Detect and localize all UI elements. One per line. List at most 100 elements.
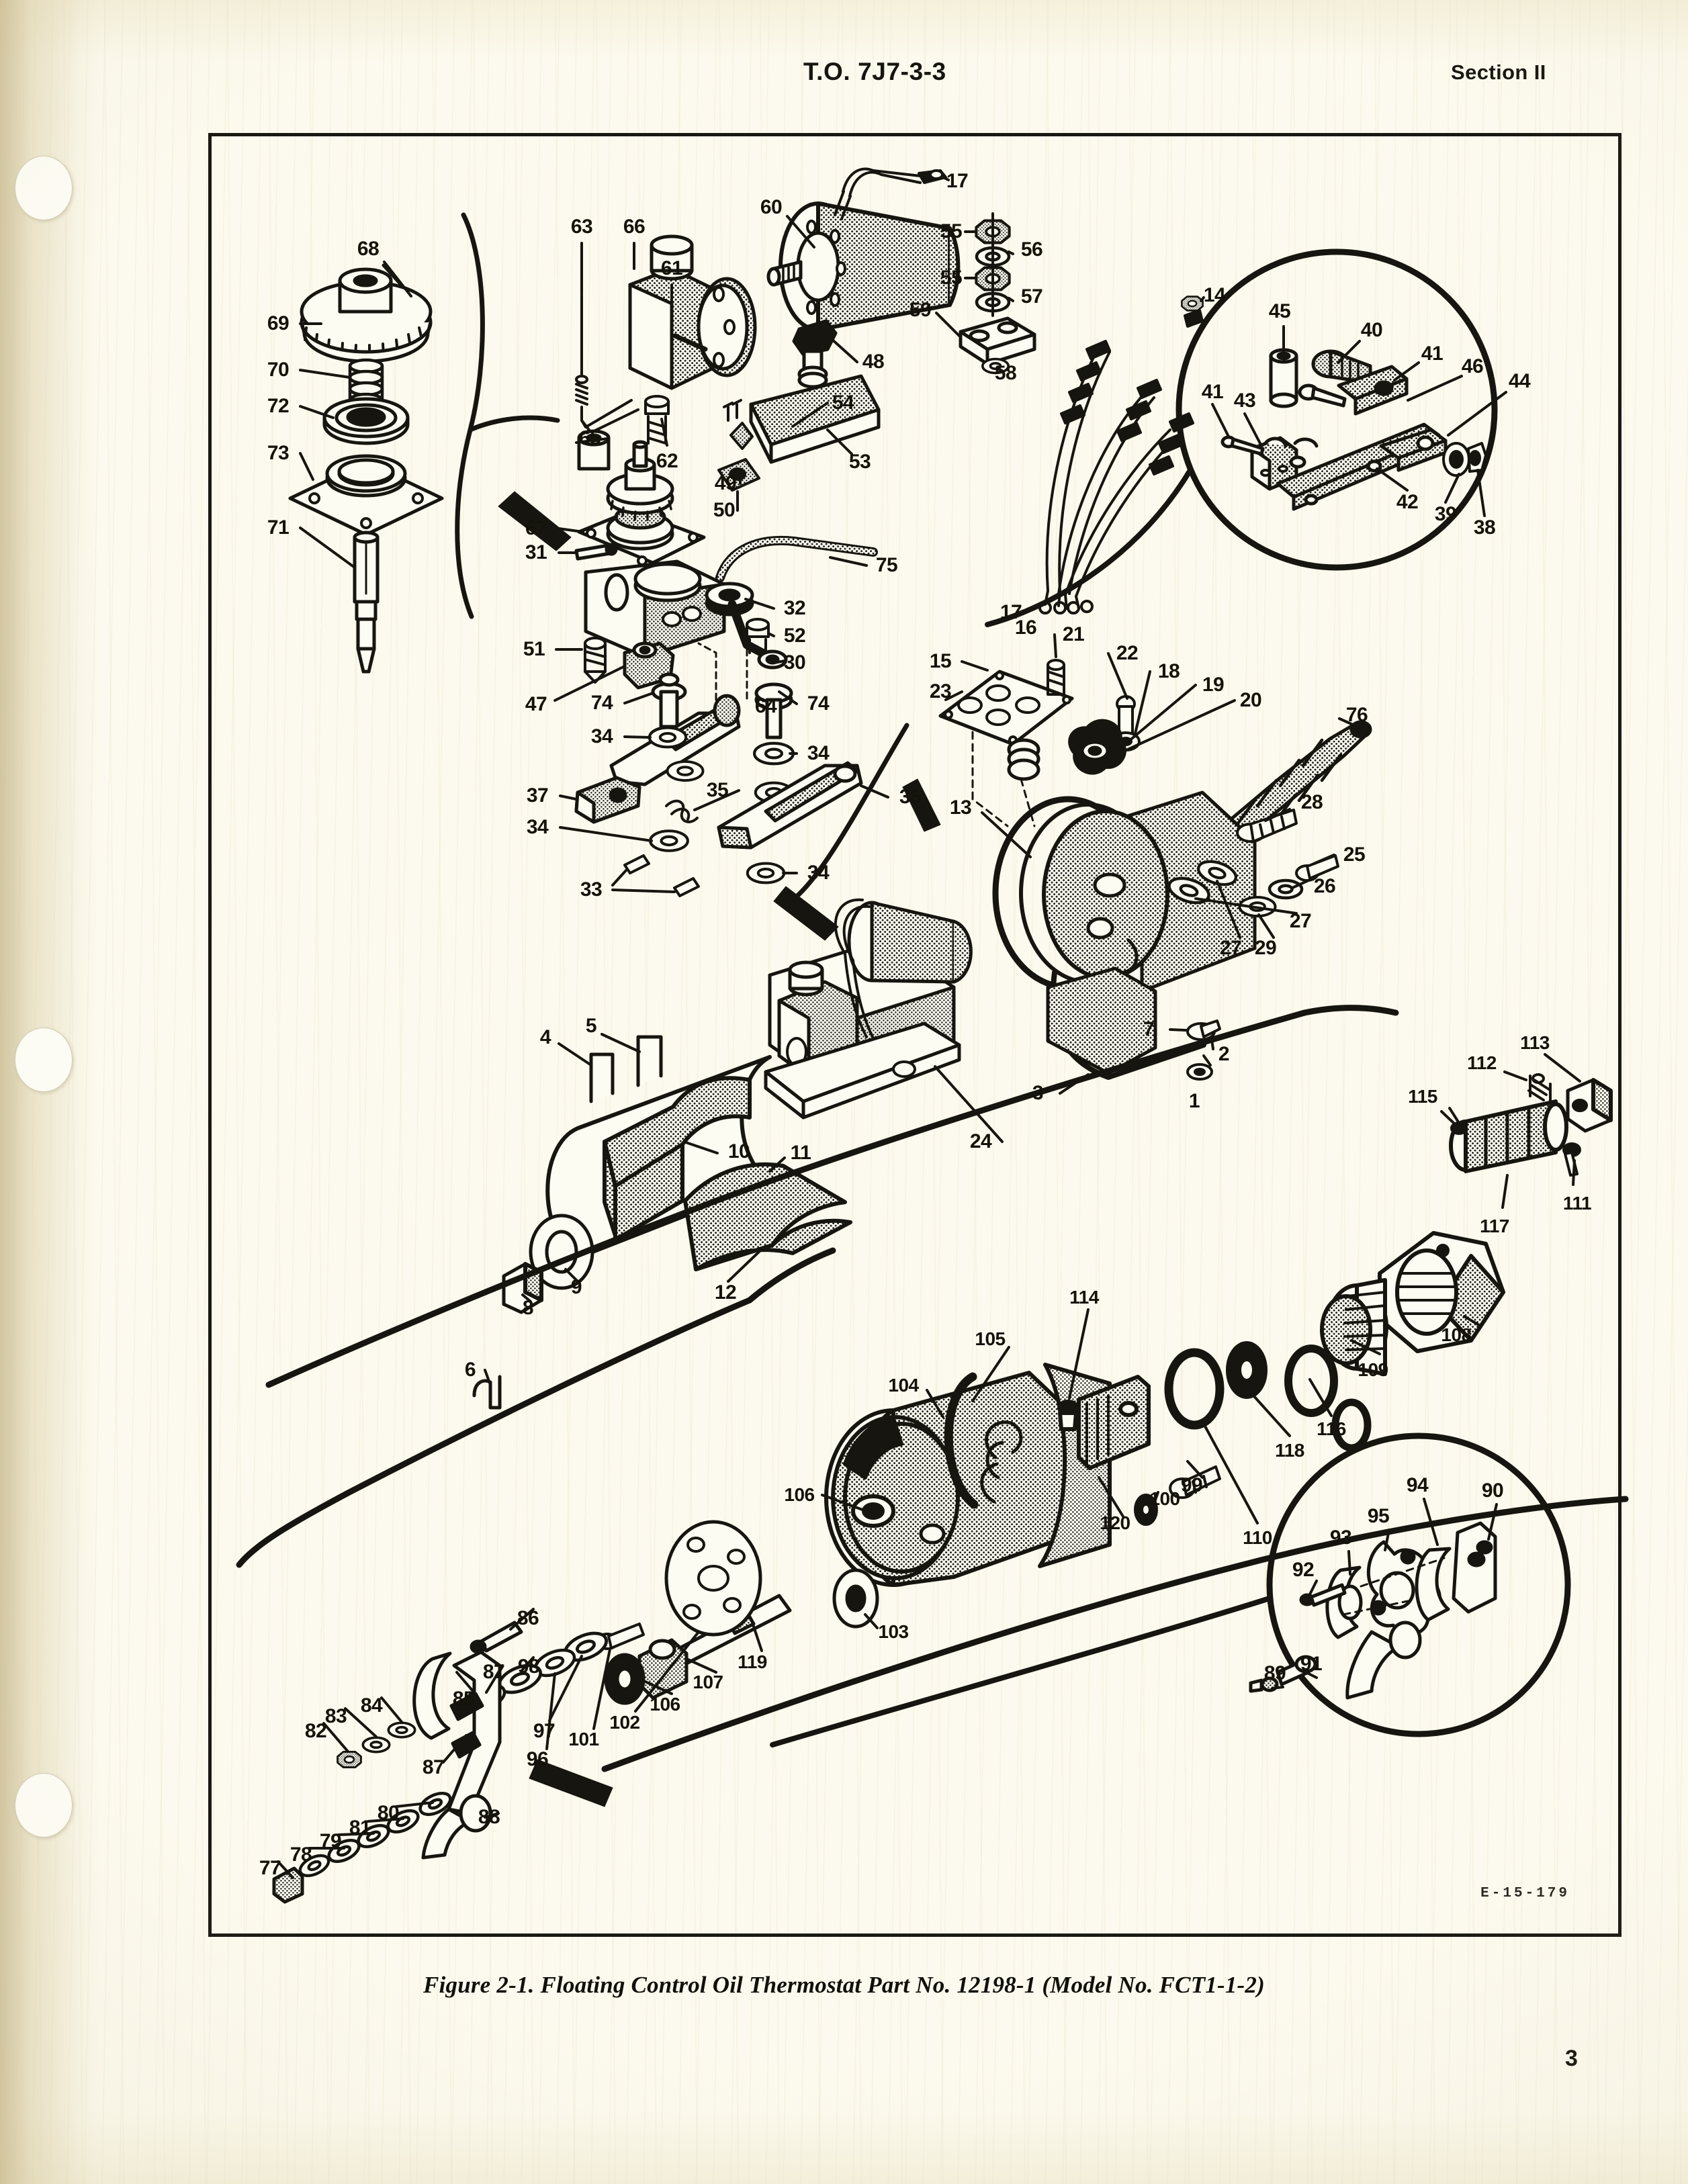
callout-number-39: 39 [1434,503,1457,525]
callout-number-111: 111 [1562,1193,1592,1214]
callout-number-8: 8 [522,1297,534,1319]
callout-number-28: 28 [1300,791,1323,813]
callout-number-78: 78 [290,1844,312,1866]
callout-number-98: 98 [517,1655,540,1678]
callout-number-63: 63 [570,216,593,238]
callout-number-45: 45 [1268,300,1291,322]
callout-number-109: 109 [1358,1359,1388,1380]
callout-number-59: 59 [909,299,932,321]
callout-number-97: 97 [533,1720,556,1742]
callout-number-17: 17 [946,170,969,192]
callout-number-101: 101 [568,1729,599,1749]
callout-number-41: 41 [1421,343,1443,365]
callout-number-116: 116 [1317,1418,1346,1439]
callout-number-71: 71 [267,516,290,539]
callout-number-118: 118 [1275,1440,1304,1461]
callout-number-89: 89 [1263,1662,1286,1684]
callout-number-6: 6 [464,1359,476,1381]
callout-number-44: 44 [1508,370,1531,392]
callout-number-41: 41 [1201,381,1224,403]
callout-number-56: 56 [1020,238,1043,261]
callout-number-49: 49 [714,472,737,494]
callout-number-19: 19 [1202,674,1225,696]
callout-number-34: 34 [526,816,549,838]
punch-hole [15,156,73,220]
figure-border: E-15-179 [208,133,1622,1937]
callout-number-86: 86 [517,1607,539,1629]
callout-number-29: 29 [1254,937,1277,959]
callout-number-25: 25 [1343,844,1366,866]
callout-number-34: 34 [807,742,830,764]
callout-number-30: 30 [783,651,806,674]
callout-number-35: 35 [706,779,729,801]
callout-number-5: 5 [585,1015,597,1037]
callout-number-84: 84 [360,1694,383,1717]
callout-number-76: 76 [1345,704,1368,726]
callout-number-117: 117 [1480,1216,1509,1236]
callout-number-92: 92 [1292,1559,1315,1581]
callout-number-72: 72 [267,395,290,417]
callout-number-32: 32 [783,597,806,619]
callout-number-82: 82 [304,1720,327,1742]
callout-number-91: 91 [1300,1653,1323,1675]
callout-number-112: 112 [1467,1052,1497,1073]
callout-number-43: 43 [1233,390,1256,412]
callout-number-47: 47 [525,693,547,715]
callout-number-81: 81 [349,1817,371,1839]
callout-number-114: 114 [1069,1287,1099,1308]
callout-number-4: 4 [539,1026,551,1048]
callout-number-3: 3 [1032,1082,1044,1104]
callout-number-58: 58 [994,362,1017,384]
callout-number-38: 38 [1473,516,1496,539]
callout-number-37: 37 [526,784,549,807]
callout-number-105: 105 [975,1328,1006,1349]
callout-number-120: 120 [1100,1512,1130,1533]
callout-number-33: 33 [580,878,603,901]
callout-number-27: 27 [1289,910,1312,932]
callout-number-24: 24 [969,1130,992,1152]
callout-number-10: 10 [727,1140,750,1163]
callout-number-42: 42 [1396,491,1419,513]
callout-number-18: 18 [1157,660,1180,682]
callout-number-110: 110 [1243,1527,1272,1548]
callout-number-87: 87 [482,1661,505,1683]
callout-number-22: 22 [1116,642,1139,664]
callout-number-79: 79 [319,1830,342,1852]
callout-number-102: 102 [609,1712,640,1733]
callout-number-36: 36 [899,786,922,808]
callout-number-23: 23 [929,680,952,702]
callout-number-106: 106 [650,1694,680,1715]
figure-caption: Figure 2-1. Floating Control Oil Thermos… [423,1972,1265,1998]
callout-number-65: 65 [578,427,601,449]
callout-number-53: 53 [848,451,871,473]
callout-number-85: 85 [452,1688,475,1710]
callout-number-90: 90 [1481,1480,1504,1502]
callout-number-20: 20 [1239,689,1262,711]
callout-number-83: 83 [324,1705,347,1727]
page-number: 3 [1565,2046,1578,2071]
callout-number-99: 99 [1180,1474,1203,1496]
callout-number-46: 46 [1461,355,1484,377]
callout-number-75: 75 [875,554,898,576]
callout-number-113: 113 [1520,1032,1550,1053]
callout-number-26: 26 [1313,875,1336,897]
callout-number-17: 17 [1000,601,1022,623]
callout-number-51: 51 [523,638,545,660]
callout-number-66: 66 [623,216,646,238]
section-label: Section II [1451,60,1546,84]
callout-number-67: 67 [525,517,547,539]
callout-number-55: 55 [940,267,963,289]
callout-number-115: 115 [1408,1086,1437,1107]
callout-number-60: 60 [760,196,783,218]
callout-number-96: 96 [526,1748,549,1770]
callout-number-54: 54 [832,392,854,414]
callout-number-70: 70 [267,359,290,381]
callout-number-106: 106 [784,1484,815,1505]
punch-hole [15,1028,73,1092]
callout-number-94: 94 [1406,1474,1429,1496]
callout-number-27: 27 [1219,937,1242,959]
callout-number-87: 87 [422,1756,445,1778]
callout-number-100: 100 [1149,1488,1180,1509]
callout-number-50: 50 [713,499,736,521]
callout-number-61: 61 [660,257,683,279]
